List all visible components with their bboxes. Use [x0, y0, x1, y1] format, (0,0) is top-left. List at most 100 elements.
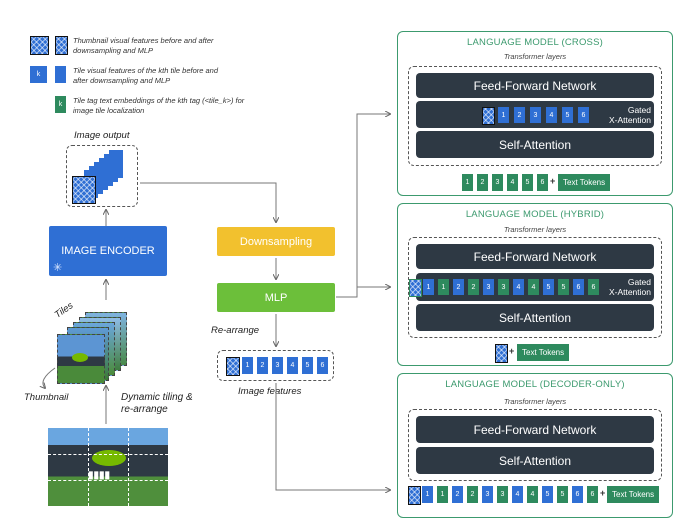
bottom-token-tile: 4 [512, 486, 523, 503]
panel-cross-title: LANGUAGE MODEL (CROSS) [466, 37, 603, 48]
plus-sign: + [600, 488, 606, 498]
gated-token-tile: 2 [453, 279, 464, 295]
bottom-token-tag: 4 [527, 486, 538, 503]
ffn-block: Feed-Forward Network [416, 416, 654, 443]
legend-tile-feature-after [55, 66, 66, 83]
arrow-thumbnail [43, 367, 56, 388]
self-attention-label: Self-Attention [498, 453, 572, 468]
gated-token-tag: 2 [468, 279, 479, 295]
gated-xattn-text: Gated X-Attention [608, 277, 651, 297]
plus-sign: + [550, 176, 556, 186]
bottom-token-tile: 5 [542, 486, 553, 503]
transformer-layers-box [408, 66, 662, 166]
gated-thumb-token [482, 107, 495, 125]
thumb-token [495, 344, 508, 363]
gated-token-tag: 4 [528, 279, 539, 295]
transformer-layers-label: Transformer layers [503, 397, 567, 406]
self-attention-block: Self-Attention [416, 447, 654, 474]
feature-token: 6 [317, 357, 328, 374]
bottom-token-tile: 3 [482, 486, 493, 503]
gated-xattn-label: Gated X-Attention [594, 105, 651, 125]
legend-tile-feature-before: k [30, 66, 47, 83]
gated-token: 4 [546, 107, 557, 123]
tag-token: 1 [462, 174, 473, 191]
image-features-box: 1 2 3 4 5 6 [217, 350, 334, 381]
feature-token: 1 [242, 357, 253, 374]
bottom-token-tile: 6 [572, 486, 583, 503]
tag-token: 4 [507, 174, 518, 191]
self-attention-label: Self-Attention [498, 310, 572, 325]
nvidia-logo-icon [72, 353, 88, 362]
tile-grid-line [88, 428, 89, 506]
arrow-features-to-decoder [275, 383, 390, 490]
legend-tag-embedding: k [55, 96, 66, 113]
gated-token: 1 [498, 107, 509, 123]
panel-hybrid: LANGUAGE MODEL (HYBRID) Transformer laye… [397, 203, 673, 366]
text-tokens-block: Text Tokens [607, 486, 660, 503]
bottom-token-tag: 3 [497, 486, 508, 503]
feature-thumb-token [226, 357, 240, 376]
image-encoder-label: IMAGE ENCODER [61, 245, 155, 257]
legend-thumb-feature-after [55, 36, 68, 55]
image-features-label: Image features [238, 386, 302, 397]
bottom-token-tile: 1 [422, 486, 433, 503]
gated-xattn-label: Gated X-Attention [594, 277, 651, 297]
gated-token-tile: 5 [543, 279, 554, 295]
bottom-token-tag: 1 [437, 486, 448, 503]
text-tokens-block: Text Tokens [558, 174, 611, 191]
gated-token-tile: 1 [423, 279, 434, 295]
thumbnail-image [57, 334, 105, 384]
ffn-label: Feed-Forward Network [473, 422, 597, 437]
feature-token: 4 [287, 357, 298, 374]
bottom-token-tag: 2 [467, 486, 478, 503]
gated-token-tag: 6 [588, 279, 599, 295]
mlp-block: MLP [217, 283, 335, 312]
self-attention-block: Self-Attention [416, 131, 654, 158]
arrow-output-to-downsampling [140, 182, 276, 222]
mlp-label: MLP [264, 291, 288, 304]
ffn-label: Feed-Forward Network [473, 78, 597, 93]
panel-decoder-title: LANGUAGE MODEL (DECODER-ONLY) [445, 379, 625, 390]
panel-decoder: LANGUAGE MODEL (DECODER-ONLY) Transforme… [397, 373, 673, 518]
image-encoder-block: IMAGE ENCODER ✳ [49, 226, 167, 276]
transformer-layers-label: Transformer layers [503, 52, 567, 61]
thumbnail-label: Thumbnail [24, 392, 69, 403]
plus-sign: + [509, 346, 515, 356]
feature-token: 3 [272, 357, 283, 374]
downsampling-block: Downsampling [217, 227, 335, 256]
gated-token: 3 [530, 107, 541, 123]
tile-grid-line [48, 480, 168, 481]
tag-token: 6 [537, 174, 548, 191]
gated-thumb-token [409, 279, 422, 297]
panel-cross: LANGUAGE MODEL (CROSS) Transformer layer… [397, 31, 673, 196]
gated-token-tile: 4 [513, 279, 524, 295]
stack-thumbnail-layer [72, 176, 96, 204]
transformer-layers-box [408, 237, 662, 338]
tag-token: 5 [522, 174, 533, 191]
tag-token: 2 [477, 174, 488, 191]
image-output-label: Image output [74, 130, 130, 141]
gated-token-tag: 3 [498, 279, 509, 295]
tile-grid-line [48, 454, 168, 455]
source-photo: ▮▮▮▮ [48, 428, 168, 506]
ffn-block: Feed-Forward Network [416, 73, 654, 98]
legend-tile-text: Tile visual features of the kth tile bef… [73, 66, 219, 85]
transformer-layers-label: Transformer layers [503, 225, 567, 234]
dynamic-tiling-text: Dynamic tiling & re-arrange [121, 392, 193, 415]
gated-token-tile: 6 [573, 279, 584, 295]
dynamic-tiling-label: Dynamic tiling & re-arrange [121, 392, 201, 416]
text-tokens-block: Text Tokens [517, 344, 570, 361]
ffn-label: Feed-Forward Network [473, 249, 597, 264]
bottom-token-tile: 2 [452, 486, 463, 503]
rearrange-label: Re-arrange [211, 325, 260, 336]
panel-hybrid-title: LANGUAGE MODEL (HYBRID) [465, 209, 605, 220]
bottom-token-tag: 5 [557, 486, 568, 503]
legend-thumb-text: Thumbnail visual features before and aft… [73, 36, 214, 55]
image-output-stack: 6 5 4 3 2 1 [66, 145, 138, 207]
tiles-image-stack [55, 312, 135, 384]
gated-token: 5 [562, 107, 573, 123]
gated-token-tile: 3 [483, 279, 494, 295]
arrow-mlp-to-cross [336, 114, 390, 298]
legend-thumb-feature-before [30, 36, 49, 55]
